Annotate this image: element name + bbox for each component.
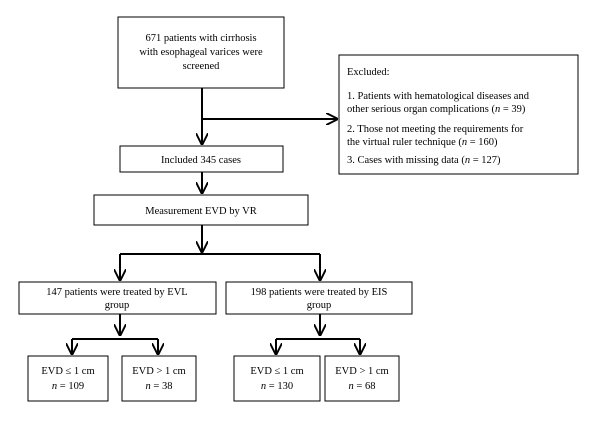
excluded-item-2-n: n — [462, 137, 467, 148]
included-label: Included 345 cases — [161, 155, 241, 166]
evl-small-count: n = 109 — [52, 381, 84, 392]
evl-large-n: n — [146, 381, 151, 392]
excluded-item-2-prefix: the virtual ruler technique ( — [347, 137, 462, 148]
eis-small-label: EVD ≤ 1 cm — [250, 366, 303, 377]
measurement-box: Measurement EVD by VR — [93, 194, 309, 226]
eis-small-box: EVD ≤ 1 cm n = 130 — [233, 355, 321, 402]
evl-group-box: 147 patients were treated by EVL group — [18, 281, 217, 315]
eis-group-line-1: 198 patients were treated by EIS — [251, 287, 388, 298]
eis-large-n: n — [349, 381, 354, 392]
excluded-item-2-line-1: 2. Those not meeting the requirements fo… — [347, 124, 524, 135]
evl-small-n-value: = 109 — [57, 381, 84, 392]
evl-large-n-value: = 38 — [151, 381, 173, 392]
eis-large-count: n = 68 — [349, 381, 376, 392]
measurement-label: Measurement EVD by VR — [145, 206, 257, 217]
evl-large-box: EVD > 1 cm n = 38 — [121, 355, 197, 402]
eis-small-n: n — [261, 381, 266, 392]
eis-large-box: EVD > 1 cm n = 68 — [324, 355, 400, 402]
included-box: Included 345 cases — [119, 145, 284, 173]
evl-large-label: EVD > 1 cm — [132, 366, 185, 377]
evl-large-count: n = 38 — [146, 381, 173, 392]
eis-group-box: 198 patients were treated by EIS group — [225, 281, 413, 315]
excluded-item-1-line-1: 1. Patients with hematological diseases … — [347, 91, 530, 102]
eis-small-count: n = 130 — [261, 381, 293, 392]
excluded-item-1-n: n — [495, 104, 500, 115]
evl-small-label: EVD ≤ 1 cm — [41, 366, 94, 377]
excluded-item-2-line-2: the virtual ruler technique (n = 160) — [347, 137, 498, 148]
excluded-box: Excluded: 1. Patients with hematological… — [338, 54, 579, 175]
evl-group-line-1: 147 patients were treated by EVL — [46, 287, 187, 298]
screened-line-1: 671 patients with cirrhosis — [145, 33, 256, 44]
evl-small-n: n — [52, 381, 57, 392]
eis-small-n-value: = 130 — [266, 381, 293, 392]
excluded-item-3-prefix: 3. Cases with missing data ( — [347, 155, 465, 166]
evl-small-box: EVD ≤ 1 cm n = 109 — [27, 355, 109, 402]
screened-line-3: screened — [183, 61, 220, 72]
eis-large-label: EVD > 1 cm — [335, 366, 388, 377]
eis-large-n-value: = 68 — [354, 381, 376, 392]
excluded-item-3-count: = 127) — [470, 155, 501, 166]
excluded-item-2-count: = 160) — [467, 137, 498, 148]
eis-group-line-2: group — [307, 300, 332, 311]
excluded-item-3-line-1: 3. Cases with missing data (n = 127) — [347, 155, 501, 166]
evl-group-line-2: group — [105, 300, 130, 311]
excluded-item-3-n: n — [465, 155, 470, 166]
connectors — [72, 88, 360, 354]
excluded-item-1-line-2: other serious organ complications (n = 3… — [347, 104, 526, 115]
screened-line-2: with esophageal varices were — [139, 47, 263, 58]
excluded-title: Excluded: — [347, 67, 390, 78]
screened-box: 671 patients with cirrhosis with esophag… — [117, 16, 285, 89]
excluded-item-1-count: = 39) — [500, 104, 526, 115]
excluded-item-1-prefix: other serious organ complications ( — [347, 104, 495, 115]
